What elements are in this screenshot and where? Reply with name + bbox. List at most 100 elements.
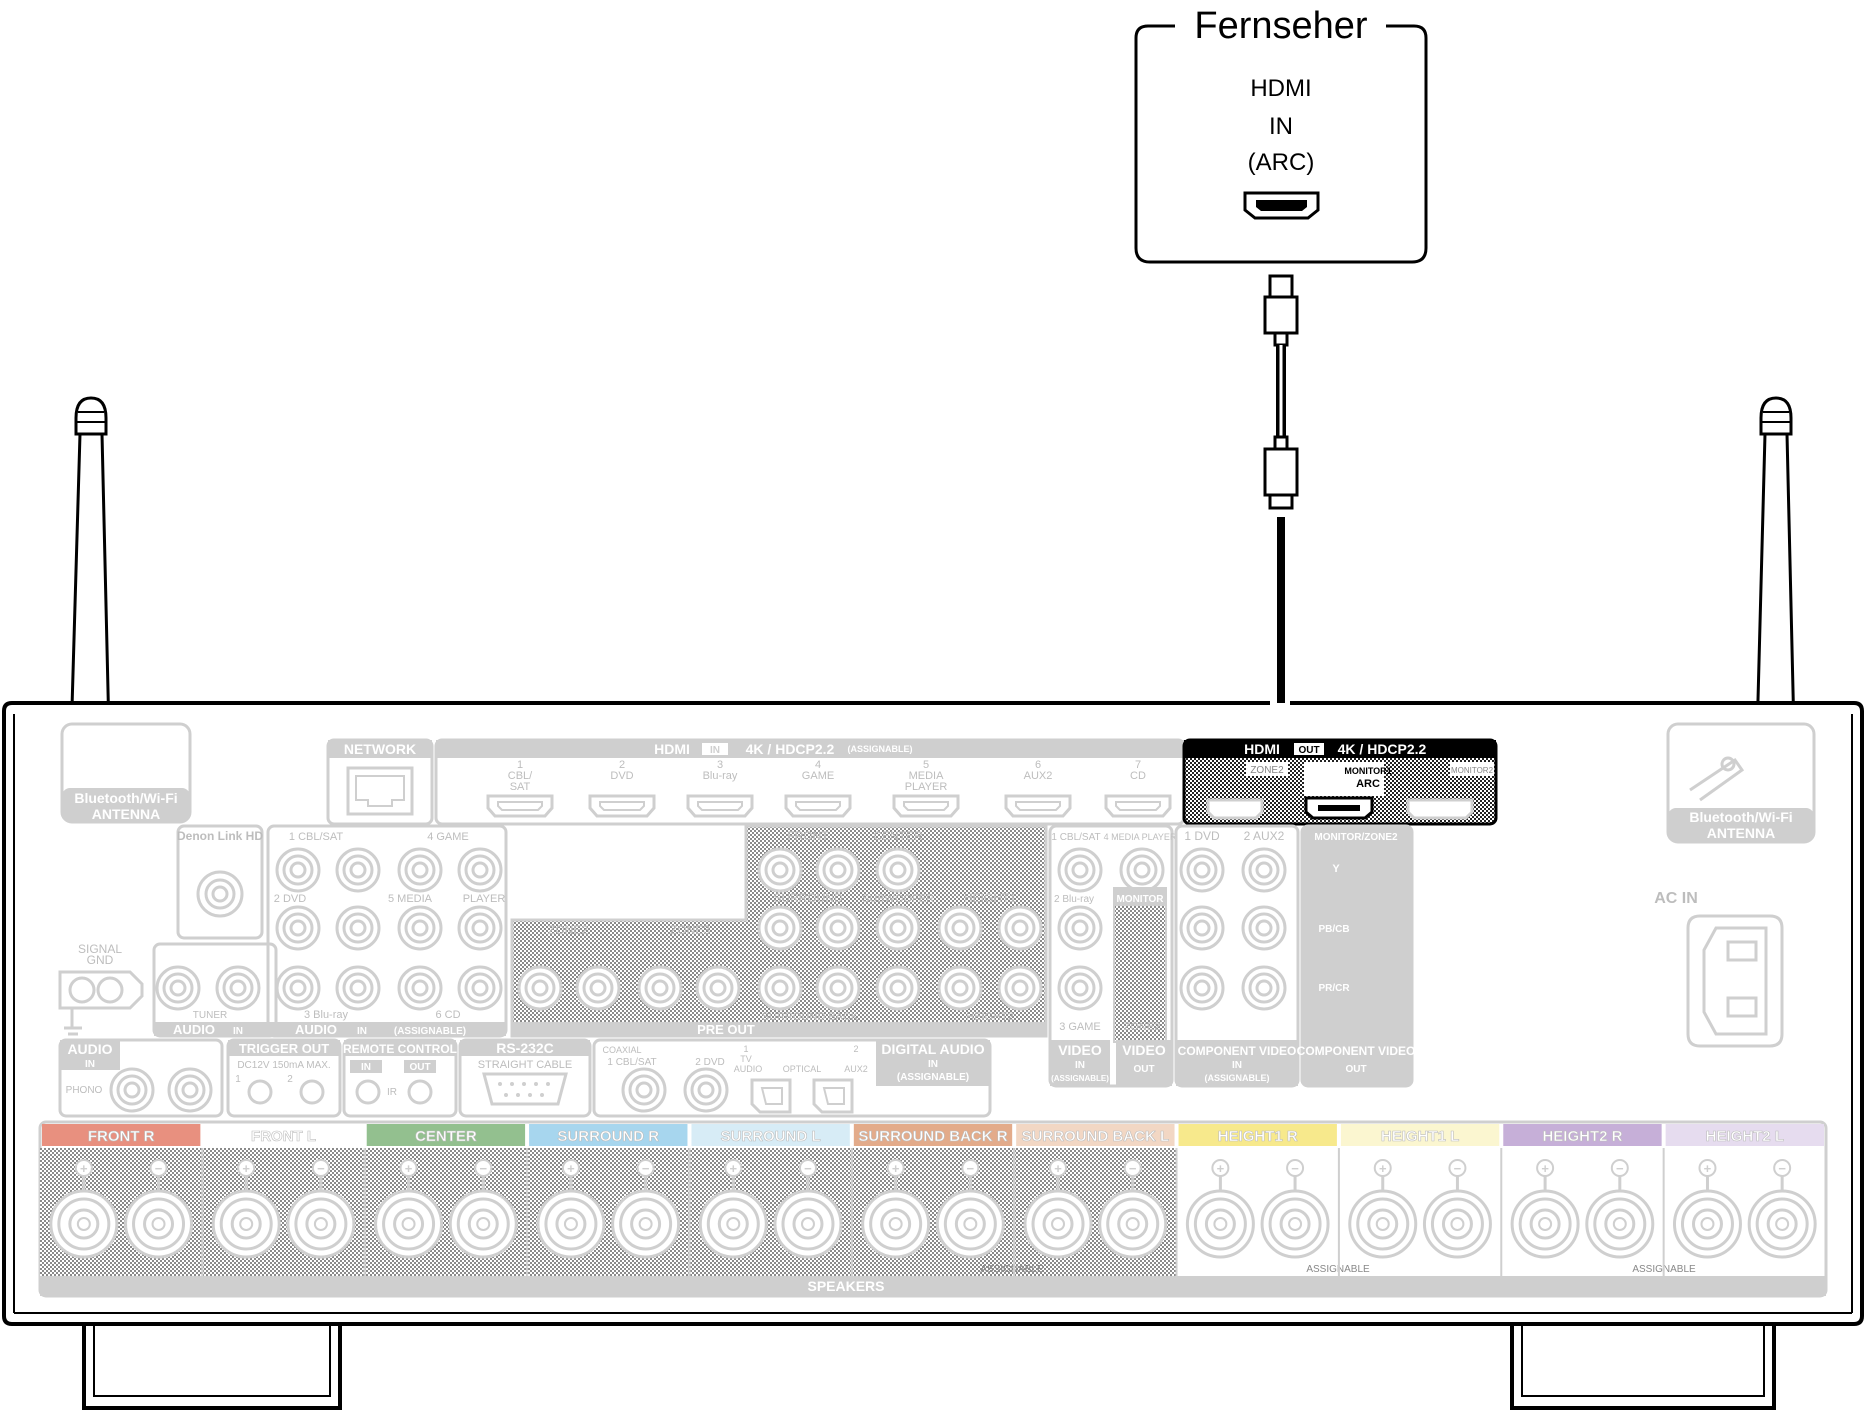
signal-ground-terminal[interactable]: SIGNAL GND (58, 942, 144, 1036)
pre-out-jack[interactable] (875, 905, 921, 951)
audio-in-jack[interactable] (335, 847, 381, 893)
speaker-terminal-minus[interactable]: − (1098, 1159, 1168, 1259)
pre-out-jack[interactable] (997, 905, 1043, 951)
component-pr: PR/CR (1318, 983, 1350, 994)
speaker-terminal-minus[interactable]: − (286, 1159, 356, 1259)
speaker-terminal-minus[interactable]: − (124, 1159, 194, 1259)
pre-out-jack[interactable] (757, 965, 803, 1011)
audio-in-jack[interactable] (275, 847, 321, 893)
coaxial-jack-2[interactable] (683, 1067, 729, 1113)
hdmi-out-zone2-port[interactable] (1206, 798, 1264, 820)
speaker-terminal-plus[interactable]: + (1510, 1159, 1580, 1259)
component-jack[interactable] (1241, 905, 1287, 951)
component-jack[interactable] (1179, 965, 1225, 1011)
hdmi-out-monitor2-port[interactable] (1406, 798, 1474, 820)
speaker-terminal-minus[interactable]: − (611, 1159, 681, 1259)
pre-out-jack[interactable] (757, 847, 803, 893)
denon-link-port[interactable]: Denon Link HD (176, 824, 264, 940)
audio-in-jack[interactable] (397, 965, 443, 1011)
pre-out-jack[interactable] (517, 965, 563, 1011)
pre-out-jack[interactable] (937, 905, 983, 951)
hdmi-out-panel: HDMI OUT 4K / HDCP2.2 ZONE2 MONITOR1 ARC… (1182, 738, 1498, 826)
component-dvd: 1 DVD (1184, 829, 1220, 843)
remote-out-jack[interactable] (407, 1079, 433, 1105)
video-jack[interactable] (1057, 847, 1103, 893)
pre-out-jack[interactable] (997, 965, 1043, 1011)
audio-in-jack[interactable] (275, 965, 321, 1011)
hdmi-in-port-label: SAT (510, 781, 531, 793)
speaker-terminal-minus[interactable]: − (1747, 1159, 1817, 1259)
pre-out-jack[interactable] (575, 965, 621, 1011)
video-jack[interactable] (1119, 847, 1165, 893)
pre-out-jack[interactable] (937, 965, 983, 1011)
component-jack[interactable] (1179, 905, 1225, 951)
optical-port-1[interactable] (750, 1078, 792, 1114)
pre-out-jack[interactable] (637, 965, 683, 1011)
speaker-terminal-minus[interactable]: − (1260, 1159, 1330, 1259)
speaker-terminal-plus[interactable]: + (211, 1159, 281, 1259)
speaker-terminal-plus[interactable]: + (861, 1159, 931, 1259)
network-port[interactable]: NETWORK (326, 738, 434, 826)
speaker-terminal-plus[interactable]: + (536, 1159, 606, 1259)
pre-out-jack[interactable] (815, 965, 861, 1011)
rs232c-port[interactable] (482, 1072, 568, 1106)
remote-in-jack[interactable] (355, 1079, 381, 1105)
audio-in-jack[interactable] (397, 847, 443, 893)
speaker-terminal-minus[interactable]: − (1422, 1159, 1492, 1259)
tuner-jack-r[interactable] (155, 965, 201, 1011)
component-jack[interactable] (1241, 965, 1287, 1011)
audio-in-jack[interactable] (457, 905, 503, 951)
speaker-terminal-plus[interactable]: + (1672, 1159, 1742, 1259)
phono-jack-l[interactable] (167, 1067, 213, 1113)
terminal-polarity: + (242, 1161, 250, 1176)
hdmi-out-monitor1-arc-port[interactable] (1304, 796, 1374, 820)
speaker-channel-label: SURROUND BACK R (858, 1128, 1007, 1145)
hdmi-out-tag: OUT (1298, 745, 1319, 756)
speaker-terminal-plus[interactable]: + (1185, 1159, 1255, 1259)
pre-out-jack[interactable] (757, 905, 803, 951)
pre-out-jack[interactable] (695, 965, 741, 1011)
speaker-terminal-plus[interactable]: + (374, 1159, 444, 1259)
audio-in-jack[interactable] (275, 905, 321, 951)
speaker-terminal-minus[interactable]: − (773, 1159, 843, 1259)
speaker-terminal-minus[interactable]: − (935, 1159, 1005, 1259)
tv-hdmi-port-icon[interactable] (1243, 191, 1320, 220)
pre-out-jack[interactable] (875, 847, 921, 893)
audio-phono-panel: AUDIO IN PHONO (58, 1038, 224, 1118)
speaker-terminal-plus[interactable]: + (49, 1159, 119, 1259)
component-jack[interactable] (1241, 847, 1287, 893)
pre-out-jack[interactable] (815, 847, 861, 893)
speaker-terminal-minus[interactable]: − (1585, 1159, 1655, 1259)
audio-in-jack[interactable] (457, 847, 503, 893)
speaker-terminal-minus[interactable]: − (448, 1159, 518, 1259)
audio-in-jack[interactable] (457, 965, 503, 1011)
speaker-terminal-plus[interactable]: + (1023, 1159, 1093, 1259)
pre-out-jack[interactable] (815, 905, 861, 951)
speaker-channel-11: HEIGHT2 L+− (1662, 1124, 1824, 1276)
component-jack[interactable] (1179, 847, 1225, 893)
trigger-out-jack-1[interactable] (247, 1079, 273, 1105)
pre-out-jack[interactable] (875, 965, 921, 1011)
phono-jack-r[interactable] (109, 1067, 155, 1113)
hdmi-in-port-7[interactable]: 7CD (1104, 759, 1172, 818)
audio-in-jack[interactable] (397, 905, 443, 951)
ac-inlet[interactable]: AC IN (1654, 890, 1784, 1048)
tuner-jack-l[interactable] (215, 965, 261, 1011)
pre-out-center: CENTER (873, 829, 923, 843)
video-jack[interactable] (1057, 905, 1103, 951)
optical-port-2[interactable] (812, 1078, 854, 1114)
speaker-terminal-plus[interactable]: + (1348, 1159, 1418, 1259)
speaker-terminal-plus[interactable]: + (698, 1159, 768, 1259)
speaker-channel-7: SURROUND BACK L+− (1013, 1124, 1175, 1276)
video-jack[interactable] (1057, 965, 1103, 1011)
trigger-out-jack-2[interactable] (299, 1079, 325, 1105)
audio-in-jack[interactable] (335, 965, 381, 1011)
coaxial-jack-1[interactable] (621, 1067, 667, 1113)
audio-in-jack[interactable] (335, 905, 381, 951)
